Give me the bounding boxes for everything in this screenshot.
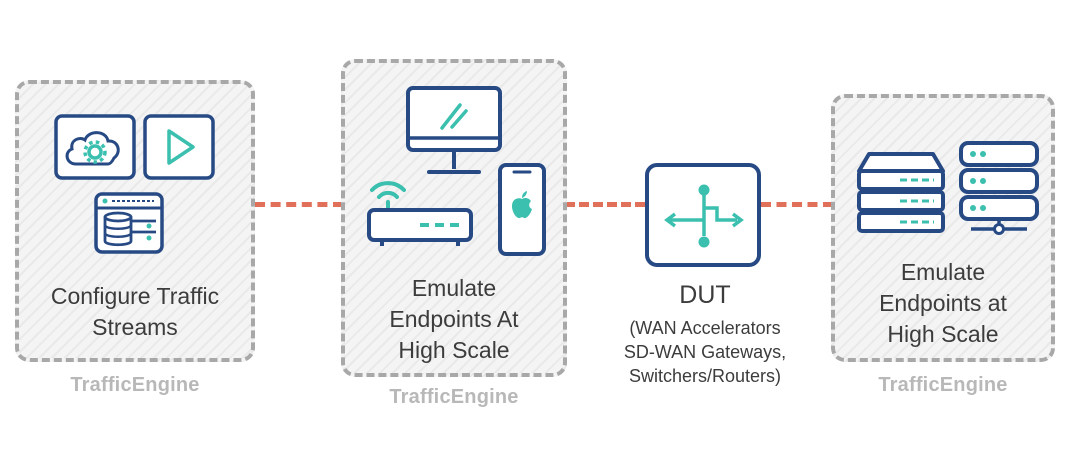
stage1-caption: TrafficEngine bbox=[70, 374, 200, 396]
emulate-endpoints-label-left: Emulate Endpoints At High Scale bbox=[389, 275, 519, 363]
stage2-caption: TrafficEngine bbox=[389, 386, 519, 408]
dut-subtitle: (WAN Accelerators SD-WAN Gateways, Switc… bbox=[623, 318, 787, 386]
monitor-icon bbox=[406, 86, 502, 174]
play-icon bbox=[143, 114, 215, 180]
server-stack-icon bbox=[857, 152, 945, 233]
wifi-router-icon bbox=[367, 181, 473, 246]
connector-1 bbox=[255, 202, 343, 207]
cloud-gear-icon bbox=[54, 114, 136, 180]
configure-traffic-label: Configure Traffic Streams bbox=[50, 283, 220, 340]
network-switch-icon bbox=[664, 184, 744, 248]
dut-title: DUT bbox=[679, 281, 731, 309]
database-server-icon bbox=[94, 192, 164, 254]
stage3-caption: TrafficEngine bbox=[878, 374, 1008, 396]
emulate-endpoints-label-right: Emulate Endpoints at High Scale bbox=[879, 259, 1007, 347]
connector-3 bbox=[761, 202, 833, 207]
connector-2 bbox=[565, 202, 645, 207]
server-rack-icon bbox=[959, 141, 1039, 235]
smartphone-icon bbox=[498, 163, 546, 256]
